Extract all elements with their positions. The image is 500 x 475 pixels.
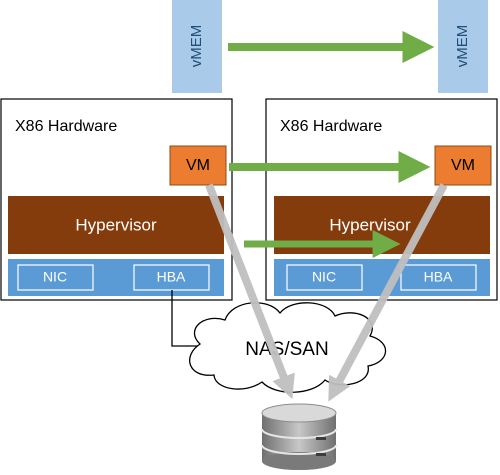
left-vm-storage-arrow	[205, 183, 295, 400]
host-right-vm: VM	[434, 145, 492, 186]
vmem-left-box: vMEM	[172, 0, 222, 93]
vmem-left-label: vMEM	[188, 25, 205, 68]
hba-connection-line	[171, 290, 198, 347]
host-left-adapter-bar: NIC HBA	[8, 259, 224, 296]
nas-san-cloud: NAS/SAN	[189, 302, 387, 393]
nas-san-label: NAS/SAN	[245, 339, 328, 360]
host-left-hba-label: HBA	[157, 269, 186, 285]
host-left-vm-label: VM	[186, 157, 210, 174]
host-right-hypervisor-label: Hypervisor	[329, 215, 411, 234]
host-right-adapter-bar: NIC HBA	[274, 259, 490, 296]
vmem-right-label: vMEM	[454, 25, 471, 68]
right-vm-storage-arrow	[328, 183, 448, 402]
host-left-hypervisor: Hypervisor	[8, 196, 224, 254]
host-right: X86 Hardware VM Hypervisor NIC HBA	[265, 98, 498, 301]
host-left-nic-label: NIC	[43, 269, 67, 285]
host-left-vm: VM	[169, 145, 227, 186]
host-right-nic-label: NIC	[312, 269, 336, 285]
host-left-title: X86 Hardware	[15, 118, 117, 135]
host-right-title: X86 Hardware	[280, 118, 382, 135]
host-right-hba	[400, 264, 477, 291]
vmem-right-box: vMEM	[438, 0, 488, 93]
host-left-hypervisor-label: Hypervisor	[75, 215, 157, 234]
host-left: X86 Hardware VM Hypervisor NIC HBA	[0, 98, 233, 301]
host-right-nic	[286, 264, 363, 291]
host-left-nic	[17, 264, 94, 291]
host-right-hba-label: HBA	[424, 269, 453, 285]
storage-disk-icon	[261, 403, 337, 470]
host-right-vm-label: VM	[451, 157, 475, 174]
